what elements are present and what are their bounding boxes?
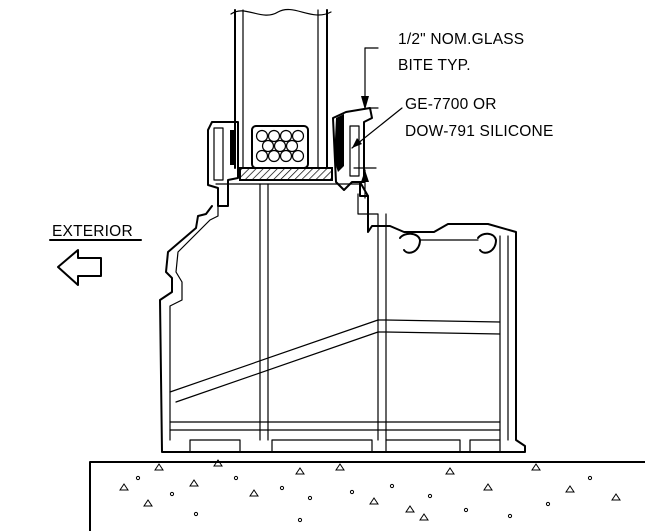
desiccant-bead [267, 129, 281, 143]
aggregate-speck [119, 483, 129, 491]
desiccant-bead [291, 149, 305, 163]
exterior-label: EXTERIOR [52, 223, 133, 240]
aggregate-speck [297, 517, 303, 523]
desiccant-bead [255, 129, 269, 143]
glazing-tape [230, 130, 234, 165]
concrete-aggregate [119, 459, 621, 523]
aggregate-speck [611, 493, 621, 501]
aggregate-speck [389, 483, 395, 489]
aggregate-speck [445, 467, 455, 475]
aggregate-speck [427, 493, 433, 499]
desiccant-bead [279, 149, 293, 163]
weep-channels [189, 439, 501, 453]
aggregate-speck [463, 507, 469, 513]
glass-bite-label-line1: 1/2" NOM.GLASS [398, 31, 524, 48]
glass-bite-label-line2: BITE TYP. [398, 57, 471, 74]
aggregate-speck [169, 491, 175, 497]
aggregate-speck [507, 513, 513, 519]
aggregate-speck [249, 489, 259, 497]
silicone-label-line1: GE-7700 OR [405, 96, 497, 113]
aggregate-speck [587, 475, 593, 481]
aggregate-speck [531, 463, 541, 471]
aggregate-speck [483, 483, 493, 491]
glazing-bead [332, 107, 373, 191]
desiccant-bead [255, 149, 269, 163]
aggregate-speck [189, 479, 199, 487]
aggregate-speck [419, 513, 429, 521]
glass-unit [230, 8, 332, 169]
silicone-bead [334, 114, 344, 172]
setting-block [239, 167, 333, 181]
glass-bite-dimension [353, 47, 379, 199]
desiccant-bead [291, 129, 305, 143]
aggregate-speck [154, 463, 164, 471]
aggregate-speck [233, 475, 239, 481]
concrete-substrate [89, 459, 645, 531]
aggregate-speck [565, 485, 575, 493]
desiccant-bead [261, 139, 275, 153]
aggregate-speck [295, 467, 305, 475]
aggregate-speck [369, 497, 379, 505]
frame-inner-walls [169, 183, 509, 441]
aggregate-speck [335, 463, 345, 471]
desiccant-bead [285, 139, 299, 153]
screen-track [399, 232, 497, 254]
sill-frame-outline [159, 181, 526, 453]
aggregate-speck [545, 501, 551, 507]
aggregate-speck [349, 489, 355, 495]
aggregate-speck [279, 485, 285, 491]
desiccant-beads [255, 129, 305, 163]
aggregate-speck [405, 505, 415, 513]
desiccant-bead [273, 139, 287, 153]
desiccant-bead [279, 129, 293, 143]
silicone-label-line2: DOW-791 SILICONE [405, 123, 553, 140]
exterior-arrow-icon [57, 249, 102, 286]
aggregate-speck [143, 499, 153, 507]
desiccant-bead [267, 149, 281, 163]
silicone-leader [351, 107, 403, 149]
insulating-spacer [251, 125, 309, 169]
aggregate-speck [135, 475, 141, 481]
aggregate-speck [213, 459, 223, 467]
aggregate-speck [193, 511, 199, 517]
aggregate-speck [307, 495, 313, 501]
